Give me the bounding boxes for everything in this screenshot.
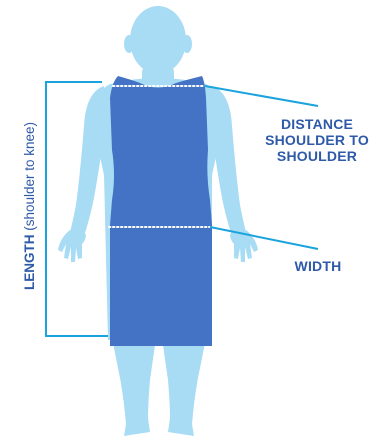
- length-label: LENGTH (shoulder to knee): [21, 76, 39, 336]
- gown-shape: [110, 76, 212, 346]
- left-ear: [124, 35, 134, 53]
- width-leader-line: [210, 227, 318, 249]
- shoulder-distance-label-line3: SHOULDER: [252, 148, 382, 164]
- shoulder-distance-label: DISTANCE SHOULDER TO SHOULDER: [252, 116, 382, 164]
- length-label-note: (shoulder to knee): [22, 122, 37, 235]
- right-leg-shape: [162, 338, 206, 436]
- width-label: WIDTH: [278, 258, 358, 274]
- left-arm-shape: [70, 86, 104, 236]
- left-leg-shape: [112, 338, 156, 436]
- length-label-main: LENGTH: [22, 235, 37, 291]
- shoulder-distance-label-line1: DISTANCE: [252, 116, 382, 132]
- right-ear: [182, 35, 192, 53]
- right-arm-shape: [212, 86, 246, 236]
- head-shape: [130, 6, 186, 74]
- left-hand-shape: [58, 230, 86, 262]
- shoulder-distance-label-line2: SHOULDER TO: [252, 132, 382, 148]
